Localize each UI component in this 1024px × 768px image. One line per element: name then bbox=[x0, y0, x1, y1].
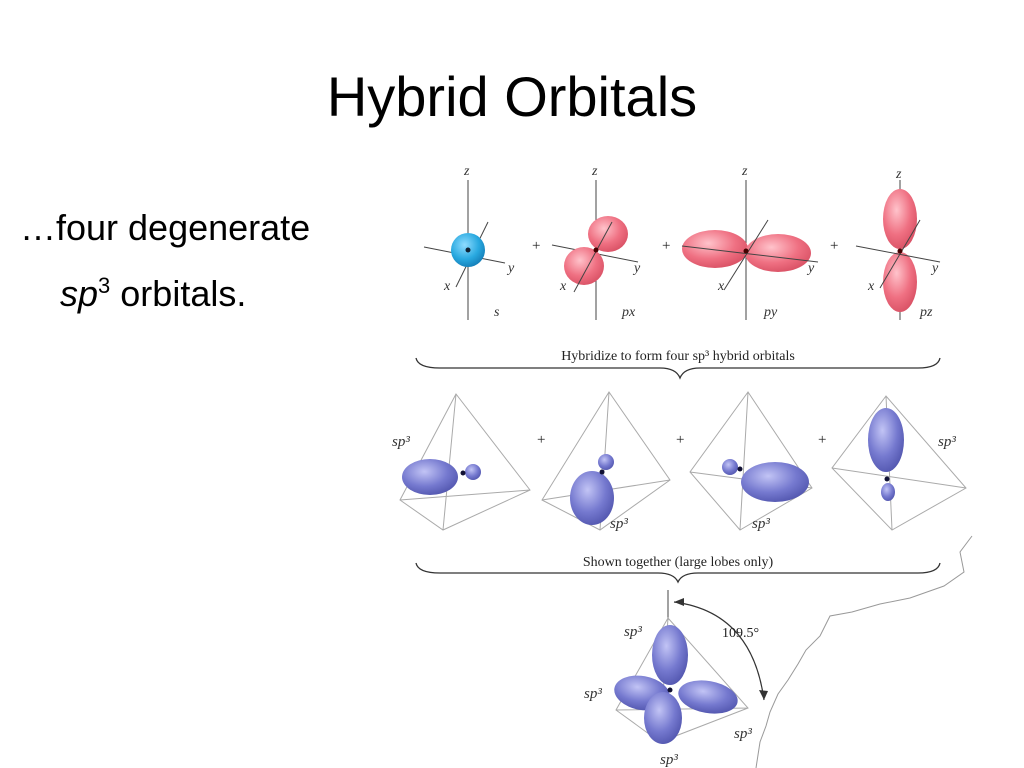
sp3-large-lobe bbox=[570, 471, 614, 525]
x-axis-label: x bbox=[559, 279, 567, 294]
sp3-panel-3: sp³ bbox=[689, 391, 813, 532]
x-axis-label: x bbox=[717, 279, 725, 294]
sp3-lobe-right bbox=[678, 680, 738, 714]
sp3-label: sp³ bbox=[734, 726, 752, 742]
angle-arc bbox=[673, 601, 765, 701]
plus-sign: + bbox=[830, 238, 838, 254]
bottom-brace bbox=[415, 562, 941, 584]
torn-page-edge bbox=[755, 535, 973, 768]
py-orbital-panel: z y x py bbox=[681, 164, 819, 320]
combined-sp3-panel: 109.5° sp³ sp³ sp³ sp³ bbox=[584, 590, 768, 768]
slide-title: Hybrid Orbitals bbox=[326, 65, 698, 128]
orbitals-word: orbitals. bbox=[110, 273, 247, 314]
sp3-panel-2: sp³ bbox=[541, 391, 671, 532]
z-axis-label: z bbox=[463, 164, 470, 179]
px-orbital-label: px bbox=[621, 305, 636, 320]
sp3-label: sp³ bbox=[584, 686, 602, 702]
sp3-small-lobe bbox=[722, 459, 738, 475]
z-axis-label: z bbox=[895, 167, 902, 182]
sp3-small-lobe bbox=[465, 464, 481, 480]
sp3-small-lobe bbox=[881, 483, 895, 501]
s-orbital-panel: z y x s bbox=[423, 164, 515, 320]
z-axis-label: z bbox=[591, 164, 598, 179]
sp3-label: sp³ bbox=[938, 434, 956, 450]
px-lobe-front bbox=[564, 247, 604, 285]
y-axis-label: y bbox=[506, 261, 515, 276]
sp3-label: sp³ bbox=[660, 752, 678, 768]
pz-orbital-panel: z y x pz bbox=[855, 167, 941, 320]
y-axis-label: y bbox=[930, 261, 939, 276]
y-axis-label: y bbox=[632, 261, 641, 276]
py-orbital-label: py bbox=[763, 305, 778, 320]
angle-label: 109.5° bbox=[722, 626, 759, 641]
caption-hybridize: Hybridize to form four sp³ hybrid orbita… bbox=[561, 349, 795, 364]
plus-sign: + bbox=[662, 238, 670, 254]
caption-shown-together: Shown together (large lobes only) bbox=[583, 555, 774, 570]
sp3-lobe-bottom bbox=[644, 692, 682, 744]
sp3-label: sp³ bbox=[624, 624, 642, 640]
s-orbital-label: s bbox=[494, 305, 500, 320]
sp3-label: sp³ bbox=[392, 434, 410, 450]
plus-sign: + bbox=[537, 432, 545, 448]
pz-lobe-top bbox=[883, 189, 917, 249]
pz-orbital-label: pz bbox=[919, 305, 933, 320]
plus-sign: + bbox=[532, 238, 540, 254]
sp-italic: sp bbox=[60, 273, 99, 314]
sp3-large-lobe bbox=[402, 459, 458, 495]
x-axis-label: x bbox=[443, 279, 451, 294]
top-brace bbox=[415, 357, 941, 380]
sp3-lobe-top bbox=[652, 625, 688, 685]
x-axis-label: x bbox=[867, 279, 875, 294]
plus-sign: + bbox=[676, 432, 684, 448]
sp3-label: sp³ bbox=[752, 516, 770, 532]
px-orbital-panel: z y x px bbox=[551, 164, 641, 320]
sp3-label: sp³ bbox=[610, 516, 628, 532]
sp3-large-lobe bbox=[868, 408, 904, 472]
sp3-large-lobe bbox=[741, 462, 809, 502]
py-lobe-left bbox=[682, 230, 748, 268]
bullet-subtext: sp3 orbitals. bbox=[60, 264, 246, 316]
sp3-panel-1: sp³ bbox=[392, 393, 531, 531]
sp3-small-lobe bbox=[598, 454, 614, 470]
sp-superscript: 3 bbox=[98, 273, 111, 298]
px-lobe-back bbox=[588, 216, 628, 252]
y-axis-label: y bbox=[806, 261, 815, 276]
z-axis-label: z bbox=[741, 164, 748, 179]
sp3-panel-4: sp³ bbox=[831, 395, 967, 531]
plus-sign: + bbox=[818, 432, 826, 448]
pz-lobe-bottom bbox=[883, 252, 917, 312]
bullet-text: …four degenerate bbox=[20, 207, 311, 248]
py-lobe-right bbox=[745, 234, 811, 272]
